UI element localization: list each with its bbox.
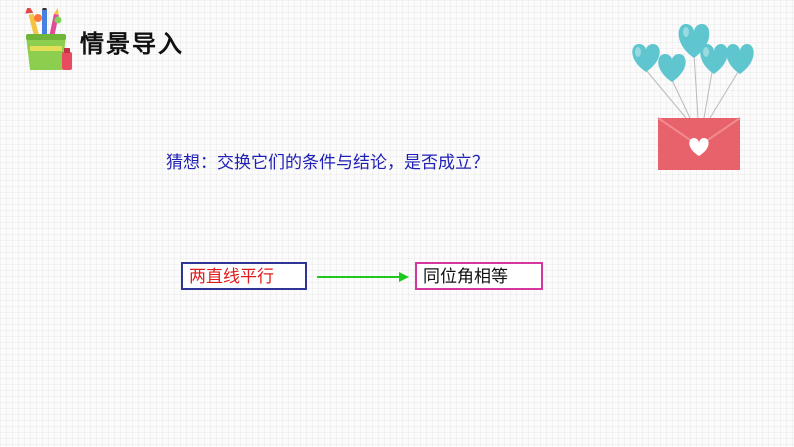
conjecture-question: 猜想：交换它们的条件与结论，是否成立？ <box>166 153 489 173</box>
condition-label: 两直线平行 <box>189 267 274 287</box>
conclusion-label: 同位角相等 <box>423 267 508 287</box>
page-title: 情景导入 <box>80 30 184 58</box>
condition-box: 两直线平行 <box>181 262 307 290</box>
pencil-cup-icon <box>25 8 72 70</box>
conclusion-box: 同位角相等 <box>415 262 543 290</box>
right-arrow-icon <box>317 272 409 282</box>
heart-balloons-envelope-icon <box>632 24 754 170</box>
